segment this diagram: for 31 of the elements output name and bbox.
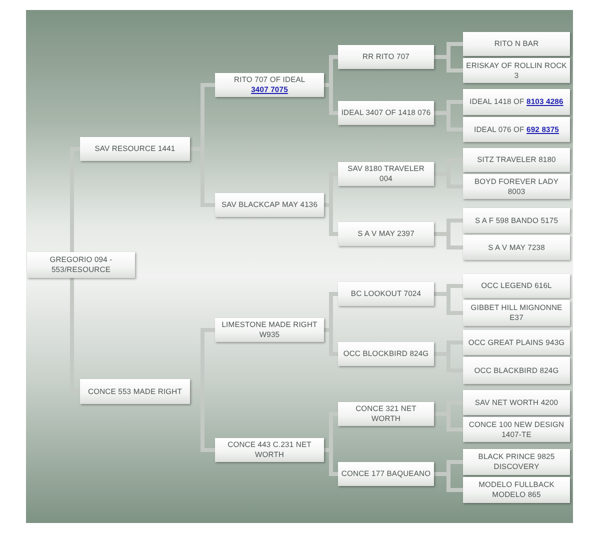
pedigree-line bbox=[70, 147, 80, 252]
pedigree-box bbox=[463, 300, 570, 326]
pedigree-box bbox=[463, 32, 570, 56]
pedigree-box bbox=[338, 45, 434, 69]
pedigree-box bbox=[463, 449, 570, 475]
pedigree-box bbox=[338, 222, 434, 246]
pedigree-box bbox=[27, 252, 135, 278]
pedigree-box bbox=[463, 330, 570, 355]
pedigree-box bbox=[215, 318, 324, 342]
pedigree-box bbox=[215, 193, 324, 217]
pedigree-box bbox=[463, 174, 570, 199]
pedigree-box bbox=[80, 137, 190, 161]
pedigree-box bbox=[338, 162, 434, 186]
pedigree-box bbox=[338, 101, 434, 125]
pedigree-box bbox=[463, 357, 570, 384]
pedigree-box bbox=[80, 379, 190, 404]
pedigree-box bbox=[215, 73, 324, 97]
pedigree-box bbox=[463, 117, 570, 142]
pedigree-box bbox=[463, 390, 570, 415]
pedigree-box bbox=[463, 89, 570, 115]
pedigree-box bbox=[338, 342, 434, 366]
pedigree-box bbox=[215, 438, 324, 462]
pedigree-box bbox=[463, 417, 570, 442]
pedigree-box bbox=[463, 477, 570, 503]
pedigree-box bbox=[338, 402, 434, 426]
pedigree-box bbox=[463, 235, 570, 260]
pedigree-box bbox=[338, 282, 434, 306]
pedigree-box bbox=[338, 462, 434, 486]
pedigree-box bbox=[463, 208, 570, 233]
pedigree-box bbox=[463, 274, 570, 298]
pedigree-box bbox=[463, 148, 570, 172]
